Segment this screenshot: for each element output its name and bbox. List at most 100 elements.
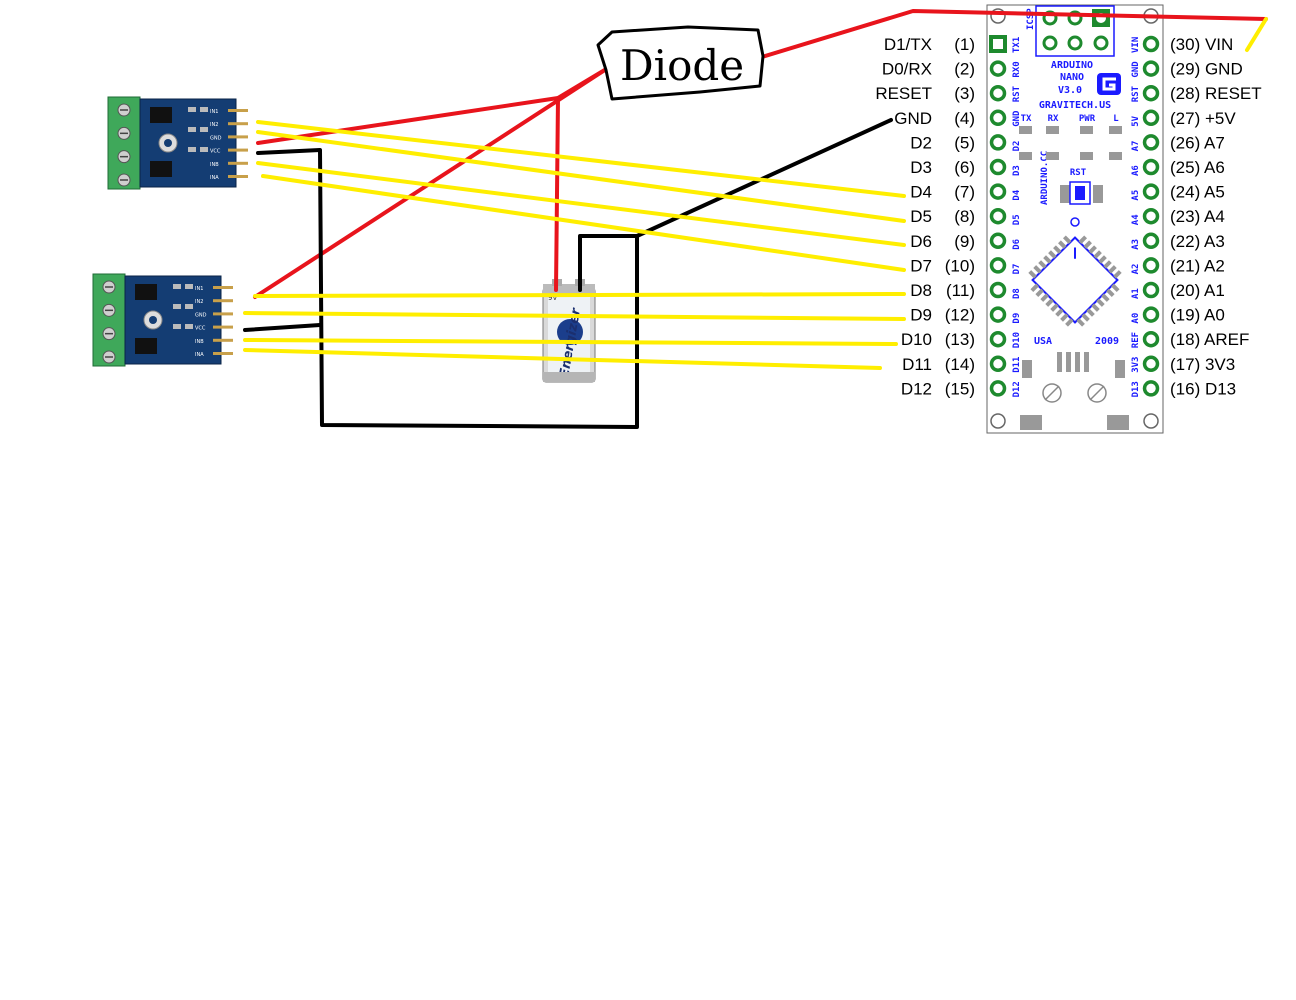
right-pin-label: (28) RESET	[1170, 84, 1262, 103]
left-silk-label: D8	[1012, 288, 1022, 299]
header-pad-right	[1142, 109, 1160, 127]
right-pin-label: (18) AREF	[1170, 330, 1249, 349]
right-silk-label: REF	[1131, 332, 1141, 348]
right-silk-label: RST	[1131, 85, 1141, 102]
right-silk-label: A1	[1131, 288, 1141, 299]
chip-pin	[1033, 265, 1042, 274]
rst-button-label: RST	[1070, 168, 1087, 178]
left-pin-name: GND	[894, 109, 932, 128]
chip-pin	[1111, 283, 1120, 293]
battery-9v: 9V Energizer	[542, 279, 596, 383]
chip-pin	[1113, 270, 1122, 279]
right-silk-label: A6	[1131, 165, 1141, 176]
module-pin-label: INB	[210, 162, 219, 168]
chip-pin	[1076, 318, 1085, 327]
chip-pin	[1108, 265, 1117, 274]
right-silk-label: A3	[1131, 239, 1141, 250]
wire-ground-loop	[256, 148, 639, 429]
left-silk-label: RST	[1012, 85, 1022, 102]
chip-pin	[1096, 298, 1105, 307]
header-pad-left	[989, 60, 1007, 77]
header-pad-right	[1142, 60, 1160, 77]
header-pin	[213, 325, 233, 329]
header-pad-left	[989, 84, 1007, 102]
chip-pin	[1062, 235, 1072, 244]
header-pad-left	[989, 207, 1007, 225]
header-pad-right	[1142, 257, 1160, 274]
left-pin-name: D5	[910, 207, 932, 226]
left-silk-label: D10	[1012, 332, 1022, 348]
left-silk-label: D11	[1012, 357, 1022, 373]
header-pad-left	[989, 109, 1007, 127]
chip-pin	[1086, 308, 1095, 317]
chip-pin	[1053, 245, 1062, 254]
wire-module2-ground	[243, 323, 322, 332]
right-pin-label: (30) VIN	[1170, 35, 1233, 54]
right-pin-label: (20) A1	[1170, 281, 1225, 300]
left-pin-number: (10)	[945, 256, 975, 275]
right-pin-label: (16) D13	[1170, 379, 1236, 398]
header-pad-right	[1142, 330, 1160, 348]
module-pin-label: VCC	[210, 149, 221, 155]
header-pin	[228, 109, 248, 112]
mount-hole-icon	[1143, 413, 1159, 429]
header-pad-left	[989, 355, 1007, 373]
led-label-l: L	[1113, 114, 1119, 124]
board-country-text: USA	[1034, 336, 1052, 347]
left-silk-label: D7	[1012, 264, 1022, 275]
driver-chip-icon	[150, 161, 172, 177]
mcu-chip-icon	[1028, 235, 1122, 327]
chip-pin	[1043, 255, 1052, 264]
right-silk-label: A5	[1131, 190, 1141, 201]
header-pad-hole	[993, 39, 1003, 49]
left-silk-label: TX1	[1012, 37, 1022, 53]
left-pin-number: (15)	[945, 379, 975, 398]
right-silk-label: VIN	[1131, 37, 1141, 53]
header-pin	[228, 135, 248, 139]
header-pad-right	[1142, 207, 1160, 225]
left-pin-number: (14)	[945, 355, 975, 374]
left-silk-label: D12	[1012, 381, 1022, 397]
right-silk-label: GND	[1131, 61, 1141, 78]
chip-pin	[1040, 293, 1049, 302]
right-pin-label: (26) A7	[1170, 133, 1225, 152]
left-silk-label: GND	[1012, 110, 1022, 127]
chip-pin	[1098, 255, 1107, 264]
module-pin-label: IN2	[195, 299, 203, 305]
wire-vin-stub	[1245, 17, 1268, 52]
module-pin-label: VCC	[195, 326, 206, 332]
smd-pads	[1019, 126, 1129, 430]
header-pad-right	[1142, 183, 1160, 200]
left-pin-name: D9	[910, 306, 932, 325]
reset-button-icon	[1069, 181, 1091, 205]
header-pad-right	[1142, 158, 1160, 176]
board-title-line1: ARDUINO	[1051, 60, 1093, 71]
left-pin-labels: D1/TX(1)D0/RX(2)RESET(3)GND(4)D2(5)D3(6)…	[875, 35, 975, 398]
right-silk-label: A2	[1131, 264, 1141, 275]
header-pad-right	[1142, 380, 1160, 397]
chip-pin	[1058, 240, 1067, 249]
module-pin-label: INA	[195, 352, 204, 358]
right-pin-label: (24) A5	[1170, 183, 1225, 202]
led-label-rx: RX	[1048, 114, 1059, 124]
header-pin	[228, 161, 248, 165]
mount-hole-icon	[990, 413, 1006, 429]
board-site2-text: ARDUINO.CC	[1040, 151, 1050, 205]
right-pin-label: (23) A4	[1170, 207, 1225, 226]
left-silk-label: D3	[1012, 165, 1022, 176]
wire-d10	[243, 338, 898, 346]
right-pin-label: (25) A6	[1170, 158, 1225, 177]
module-pin-label: GND	[195, 312, 207, 318]
left-pin-name: D12	[901, 379, 932, 398]
module-pin-label: GND	[210, 135, 222, 141]
right-silk-label: D13	[1131, 381, 1141, 397]
signal-wires	[243, 120, 906, 370]
chip-pin	[1035, 288, 1044, 297]
left-pin-name: D11	[902, 355, 932, 374]
driver-chip-icon	[135, 338, 157, 354]
header-pad-right	[1142, 306, 1160, 323]
left-pin-number: (5)	[954, 133, 975, 152]
driver-chip-icon	[150, 107, 172, 123]
